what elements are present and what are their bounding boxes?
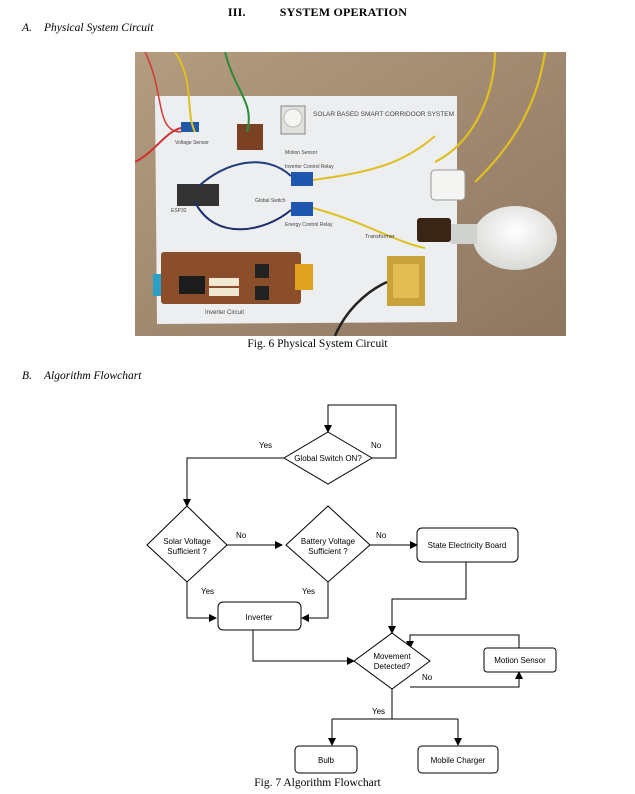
node-motion-sensor-label: Motion Sensor (494, 656, 546, 665)
resistor-1 (209, 278, 239, 286)
wire-blue-2 (198, 161, 292, 187)
terminal-block (153, 274, 161, 296)
node-global-switch (283, 431, 373, 485)
edge-solar-yes (186, 582, 217, 622)
board-title-handwriting: SOLAR BASED SMART CORRIDOOR SYSTEM (313, 111, 454, 118)
subsection-a-letter: A. (22, 22, 32, 34)
mosfet-1 (255, 264, 269, 278)
inverter-chip (179, 276, 205, 294)
node-battery-voltage-label-1: Battery Voltage (301, 537, 356, 546)
subsection-b-title: Algorithm Flowchart (44, 370, 142, 382)
node-state-board-label: State Electricity Board (428, 541, 507, 550)
node-movement-label-2: Detected? (374, 662, 411, 671)
node-battery-voltage (285, 505, 371, 583)
node-solar-voltage-label-2: Sufficient ? (167, 547, 207, 556)
wire-red-1 (135, 127, 182, 163)
node-mobile-charger (417, 745, 499, 774)
resistor-2 (209, 288, 239, 296)
wire-blue-1 (194, 201, 292, 231)
bulb-glass (473, 206, 557, 270)
control-pcb (237, 124, 263, 150)
node-bulb (294, 745, 358, 774)
label-no-global: No (371, 441, 382, 450)
wire-red-2 (144, 52, 182, 133)
label-yes-solar: Yes (201, 587, 214, 596)
node-solar-voltage (146, 505, 228, 583)
subsection-b-heading: B. Algorithm Flowchart (22, 370, 141, 382)
node-movement-label-1: Movement (373, 652, 411, 661)
edge-inverter-movement (252, 630, 355, 665)
bulb-base (451, 224, 477, 244)
wire-yellow-5 (474, 52, 547, 183)
bulb-holder (417, 218, 451, 242)
edge-state-movement (388, 562, 467, 634)
section-title: SYSTEM OPERATION (279, 5, 408, 19)
algorithm-flowchart: Global Switch ON? Solar Voltage Sufficie… (146, 404, 557, 774)
node-solar-voltage-label-1: Solar Voltage (163, 537, 211, 546)
transformer-core (393, 264, 419, 298)
esp-handwriting: ESP32 (171, 208, 187, 214)
wall-socket (430, 169, 466, 201)
label-yes-global: Yes (259, 441, 272, 450)
label-no-movement: No (422, 673, 433, 682)
subsection-b-letter: B. (22, 370, 32, 382)
node-global-switch-label: Global Switch ON? (294, 454, 362, 463)
inverter-relay-handwriting: Inverter Control Relay (285, 164, 334, 170)
wire-yellow-3 (312, 207, 426, 249)
node-motion-sensor (483, 647, 557, 673)
node-state-board (416, 527, 519, 563)
wire-yellow-1 (174, 52, 196, 133)
edge-battery-yes (301, 582, 329, 622)
label-no-solar: No (236, 531, 247, 540)
voltage-sensor-module (181, 122, 199, 132)
node-inverter (217, 601, 302, 631)
wire-yellow-2 (312, 135, 436, 181)
section-heading: III. SYSTEM OPERATION (0, 5, 635, 20)
inverter-relay (291, 172, 313, 186)
inverter-handwriting: Inverter Circuit (205, 310, 244, 316)
figure-7-caption: Fig. 7 Algorithm Flowchart (254, 777, 381, 789)
energy-relay-handwriting: Energy Control Relay (285, 222, 333, 228)
transformer-handwriting: Transformer (365, 234, 395, 240)
node-battery-voltage-label-2: Sufficient ? (308, 547, 348, 556)
motion-handwriting: Motion Sensor (285, 150, 318, 156)
edge-global-yes (183, 457, 284, 507)
label-yes-battery: Yes (302, 587, 315, 596)
circuit-photo-illustration: SOLAR BASED SMART CORRIDOOR SYSTEM Inver… (135, 52, 566, 336)
label-no-battery: No (376, 531, 387, 540)
pir-dome (283, 108, 303, 128)
capacitor-block (295, 264, 313, 290)
wire-green (224, 52, 250, 133)
wire-yellow-4 (434, 52, 497, 163)
edge-movement-no (410, 671, 523, 688)
esp32-module (177, 184, 219, 206)
mosfet-2 (255, 286, 269, 300)
section-number: III. (227, 5, 246, 19)
circuit-photo: SOLAR BASED SMART CORRIDOOR SYSTEM Inver… (135, 52, 566, 336)
edge-motion-movement (406, 634, 520, 649)
subsection-a-title: Physical System Circuit (44, 22, 154, 34)
wire-black (333, 280, 388, 336)
energy-relay (291, 202, 313, 216)
node-mobile-charger-label: Mobile Charger (431, 756, 486, 765)
voltage-sensor-handwriting: Voltage Sensor (175, 140, 209, 146)
subsection-a-heading: A. Physical System Circuit (22, 22, 153, 34)
node-movement (353, 632, 431, 690)
label-yes-movement: Yes (372, 707, 385, 716)
edge-global-no-loop (324, 404, 397, 459)
figure-6-caption: Fig. 6 Physical System Circuit (247, 338, 388, 350)
node-bulb-label: Bulb (318, 756, 335, 765)
node-inverter-label: Inverter (245, 613, 272, 622)
global-switch-handwriting: Global Switch (255, 198, 286, 204)
